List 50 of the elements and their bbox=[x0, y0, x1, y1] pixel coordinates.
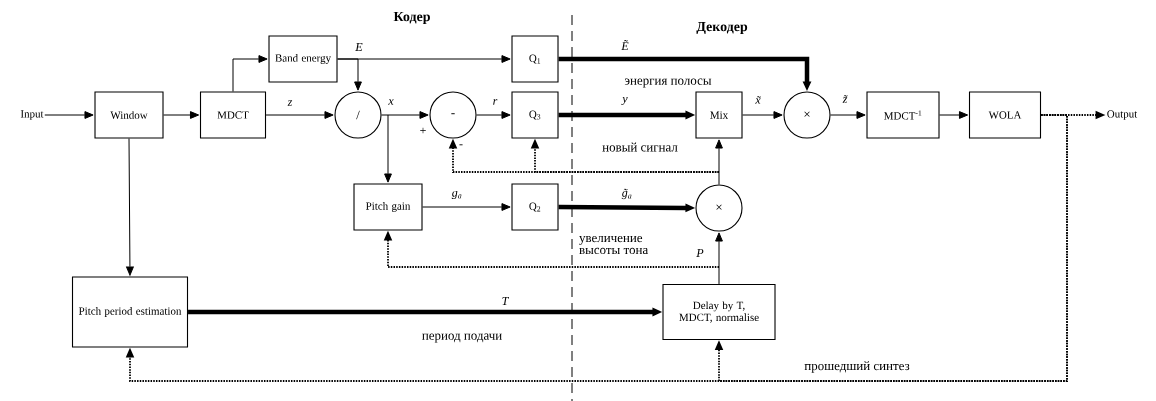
edge-label: Ẽ bbox=[620, 39, 630, 51]
arrow bbox=[715, 232, 723, 285]
process-box: Q$_{1}$ bbox=[511, 35, 559, 83]
arrow bbox=[384, 114, 392, 183]
edge-label: z̃ bbox=[842, 94, 848, 104]
process-box: MDCT$^{-1}$ bbox=[866, 91, 940, 139]
arrow bbox=[714, 114, 1068, 382]
arrow bbox=[939, 111, 969, 119]
process-box: Q$_{2}$ bbox=[511, 183, 559, 231]
process-box: Q$_{3}$ bbox=[511, 91, 559, 139]
signal-caption: энергия полосы bbox=[624, 78, 712, 88]
signal-caption: увеличение высоты тона bbox=[579, 235, 649, 255]
arrow bbox=[422, 203, 511, 211]
edge-label: P bbox=[695, 248, 705, 258]
section-heading: Кодер bbox=[393, 11, 430, 25]
arrow bbox=[830, 111, 866, 119]
arrow bbox=[337, 55, 511, 63]
arrow bbox=[232, 55, 268, 92]
arrow bbox=[163, 111, 200, 119]
process-box: Band energy bbox=[268, 35, 338, 83]
signal-label: Input bbox=[20, 110, 44, 120]
section-heading: Декодер bbox=[696, 21, 748, 35]
signal-label: Output bbox=[1107, 110, 1138, 120]
sign-label: - bbox=[459, 144, 463, 146]
edge-label: x̃ bbox=[754, 95, 762, 105]
process-box: MDCT bbox=[199, 91, 267, 139]
edge-label: g$_{a}$ bbox=[451, 190, 463, 200]
signal-caption: новый сигнал bbox=[602, 142, 678, 152]
process-box: Pitch gain bbox=[353, 183, 423, 231]
process-box: WOLA bbox=[968, 91, 1042, 139]
arrow bbox=[126, 138, 134, 276]
arrow bbox=[715, 139, 723, 185]
edge-label: g̃$_{a}$ bbox=[621, 188, 633, 200]
process-box: Delay by T, MDCT, normalise bbox=[662, 283, 776, 341]
arrow bbox=[44, 111, 94, 119]
edge-label: r bbox=[492, 98, 498, 106]
edge-label: y bbox=[621, 96, 629, 106]
edge-label: T bbox=[501, 296, 510, 306]
arrow bbox=[265, 111, 334, 119]
process-box: Mix bbox=[695, 91, 743, 139]
signal-caption: прошедший синтез bbox=[804, 361, 910, 373]
arrow bbox=[476, 111, 511, 119]
signal-caption: период подачи bbox=[422, 333, 502, 343]
edge-label: z bbox=[287, 99, 293, 107]
edge-label: x bbox=[387, 98, 395, 106]
process-box: Pitch period estimation bbox=[71, 276, 189, 348]
edge-label: E bbox=[354, 42, 364, 52]
process-box: Window bbox=[94, 91, 164, 139]
arrow bbox=[381, 111, 429, 119]
arrow bbox=[742, 111, 783, 119]
